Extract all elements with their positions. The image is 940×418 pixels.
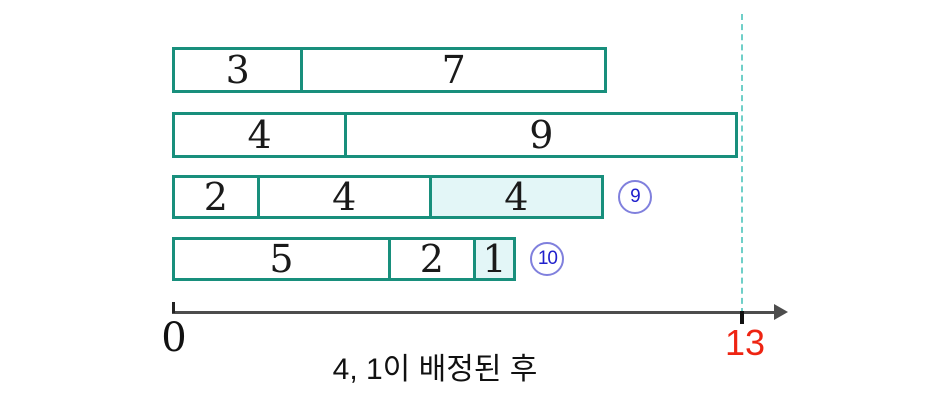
bar-segment: 1 <box>472 237 517 281</box>
axis-tick-zero <box>172 302 175 313</box>
bar-segment: 7 <box>300 47 607 93</box>
limit-dashed-line <box>741 14 743 314</box>
axis-tick-thirteen <box>740 311 744 324</box>
step-badge: 9 <box>617 180 652 214</box>
bar-segment: 2 <box>172 175 260 219</box>
axis-label-zero: 0 <box>161 315 187 361</box>
bar-segment: 4 <box>256 175 432 219</box>
time-axis-line <box>172 311 776 314</box>
bar-segment: 4 <box>428 175 604 219</box>
caption-text: 4, 1이 배정된 후 <box>332 353 538 386</box>
bar-segment: 9 <box>344 112 739 158</box>
bar-segment: 4 <box>172 112 348 158</box>
bar-segment: 2 <box>388 237 476 281</box>
bar-segment: 3 <box>172 47 304 93</box>
axis-label-thirteen: 13 <box>724 322 766 363</box>
bar-segment: 5 <box>172 237 391 281</box>
step-badge: 10 <box>530 242 565 276</box>
axis-arrow-icon <box>774 304 788 320</box>
